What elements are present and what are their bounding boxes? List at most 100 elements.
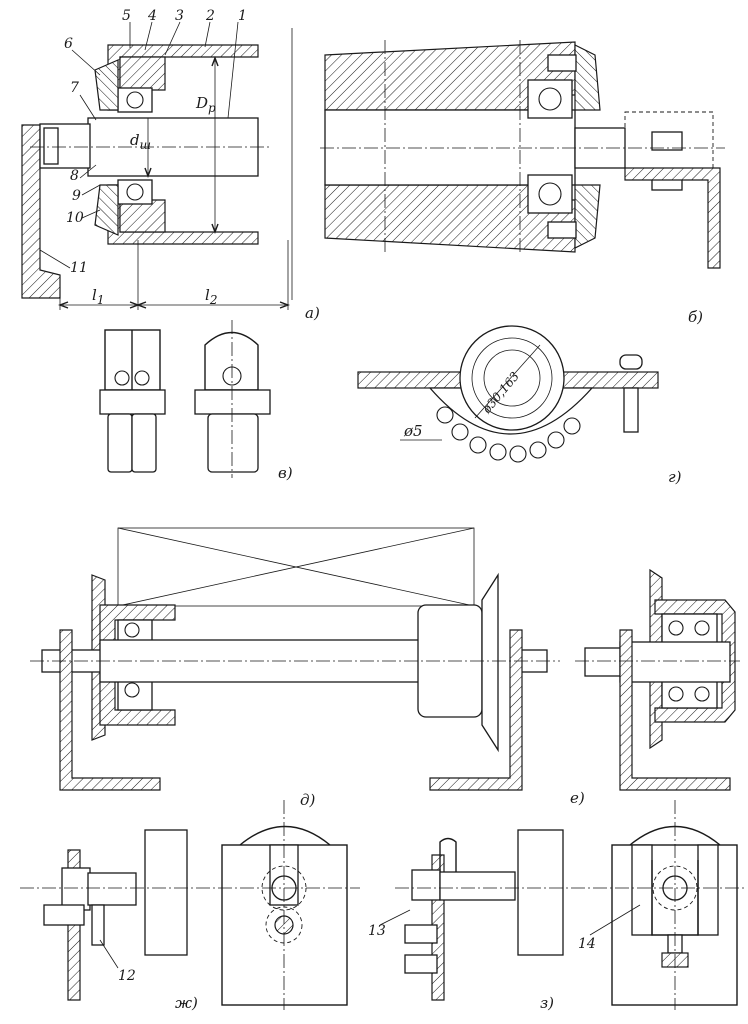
plate-12 bbox=[91, 904, 105, 946]
leaders-left bbox=[39, 49, 101, 269]
bolt-b-bottom bbox=[547, 221, 577, 239]
angle-bracket-b bbox=[624, 167, 721, 269]
seal-b-top bbox=[574, 44, 601, 111]
belt-box bbox=[117, 527, 475, 607]
head-zh bbox=[61, 867, 91, 911]
seal-10 bbox=[94, 184, 119, 236]
leader-14 bbox=[589, 904, 641, 936]
belt-box-diag-2 bbox=[117, 527, 475, 607]
callout-2: 2 bbox=[205, 8, 215, 24]
callout-8: 8 bbox=[70, 168, 79, 184]
panel-b-roller-section: б) bbox=[320, 40, 725, 326]
l1-label: l1 bbox=[92, 286, 104, 307]
panel-z-label: з) bbox=[540, 994, 554, 1012]
dashed-circle-z bbox=[652, 865, 698, 911]
axle-zh bbox=[87, 872, 137, 906]
clip-z bbox=[439, 837, 457, 885]
axle-b-hidden bbox=[624, 111, 714, 169]
small-ball-1 bbox=[436, 406, 454, 424]
axle-nut bbox=[43, 127, 59, 165]
screw-shank bbox=[623, 387, 639, 433]
axle-z bbox=[439, 871, 516, 901]
main-ball-inner-1 bbox=[471, 337, 553, 419]
nut-e bbox=[584, 647, 622, 677]
small-ball-5 bbox=[509, 445, 527, 463]
small-ball-8 bbox=[563, 417, 581, 435]
callout-9: 9 bbox=[72, 188, 81, 204]
screw-head bbox=[619, 354, 643, 370]
small-ball-2 bbox=[451, 423, 469, 441]
leaders-top bbox=[129, 21, 239, 119]
seal-v1-ball-left bbox=[114, 370, 130, 386]
seal-v2-roll bbox=[207, 413, 259, 473]
callout-10: 10 bbox=[66, 210, 84, 226]
seal-6 bbox=[94, 59, 119, 111]
panel-v-label: в) bbox=[278, 464, 293, 482]
d-arrow bbox=[144, 167, 152, 178]
panel-a-roller-section: 1 2 3 4 5 6 7 8 9 10 11 Dp dш l1 l2 а) bbox=[21, 8, 320, 322]
panel-g-ball-support: ø30,163 ø5 г) bbox=[357, 325, 682, 486]
panel-v-seal-options: в) bbox=[99, 320, 293, 482]
dp-arrows bbox=[211, 56, 219, 234]
l-arrows bbox=[58, 301, 290, 309]
angle-d-left bbox=[59, 629, 161, 791]
panel-a-label: а) bbox=[305, 304, 320, 322]
leader-12 bbox=[99, 939, 119, 969]
panel-zh-label: ж) bbox=[175, 994, 198, 1012]
panel-g-label: г) bbox=[668, 468, 682, 486]
ball-e-3 bbox=[668, 686, 684, 702]
bracket-z-left bbox=[631, 844, 653, 936]
seal-v1-base bbox=[99, 389, 166, 415]
angle-e bbox=[619, 629, 731, 791]
callout-13: 13 bbox=[368, 923, 386, 939]
ball-d-top bbox=[124, 622, 140, 638]
callout-12: 12 bbox=[118, 968, 136, 984]
clamp-zh bbox=[43, 904, 85, 926]
panel-e-roller-end: е) bbox=[570, 568, 740, 807]
ball-e-2 bbox=[694, 620, 710, 636]
main-ball bbox=[459, 325, 565, 431]
roller-z-side bbox=[517, 829, 564, 956]
bearing-b-bottom bbox=[527, 174, 573, 214]
seal-v2-frame bbox=[204, 331, 259, 391]
small-ball-6 bbox=[529, 441, 547, 459]
bolt-b-top bbox=[547, 54, 577, 72]
ball-d-bottom bbox=[124, 682, 140, 698]
main-ball-inner-2 bbox=[483, 349, 541, 407]
small-ball-4 bbox=[489, 443, 507, 461]
panel-zh-fixing: 12 ж) bbox=[20, 800, 360, 1012]
panel-d-label: д) bbox=[300, 791, 316, 809]
dp-label: Dp bbox=[195, 94, 216, 115]
small-ball-label: ø5 bbox=[403, 422, 423, 440]
callout-7: 7 bbox=[70, 80, 79, 96]
ball-e-1 bbox=[668, 620, 684, 636]
l2-label: l2 bbox=[205, 286, 217, 307]
panel-b-label: б) bbox=[688, 308, 703, 326]
flange-d-right bbox=[481, 572, 499, 753]
drum-axle bbox=[324, 109, 576, 186]
frame-z-front bbox=[611, 844, 738, 1006]
roller-zh-side bbox=[144, 829, 188, 956]
panel-e-label: е) bbox=[570, 789, 585, 807]
bearing-ball-top bbox=[126, 91, 144, 109]
angle-d-right bbox=[429, 629, 523, 791]
ball-b-bottom bbox=[538, 182, 562, 206]
small-ball-7 bbox=[547, 431, 565, 449]
nut-b-top bbox=[651, 131, 683, 151]
callout-4: 4 bbox=[147, 8, 157, 24]
seal-v1-roll-right bbox=[131, 413, 157, 473]
bearing-ball-bottom bbox=[126, 183, 144, 201]
head-z bbox=[411, 869, 441, 901]
panel-z-fixing: 13 14 з) bbox=[368, 800, 745, 1012]
clamp-z-2 bbox=[404, 954, 438, 974]
callout-1: 1 bbox=[238, 8, 247, 24]
small-ball-3 bbox=[469, 436, 487, 454]
axle-e bbox=[619, 641, 731, 683]
clamp-z-1 bbox=[404, 924, 438, 944]
leader-13 bbox=[379, 909, 411, 926]
seal-b-bottom bbox=[574, 184, 601, 249]
callout-5: 5 bbox=[122, 8, 131, 24]
seal-v2-base bbox=[194, 389, 271, 415]
callout-11: 11 bbox=[70, 260, 88, 276]
